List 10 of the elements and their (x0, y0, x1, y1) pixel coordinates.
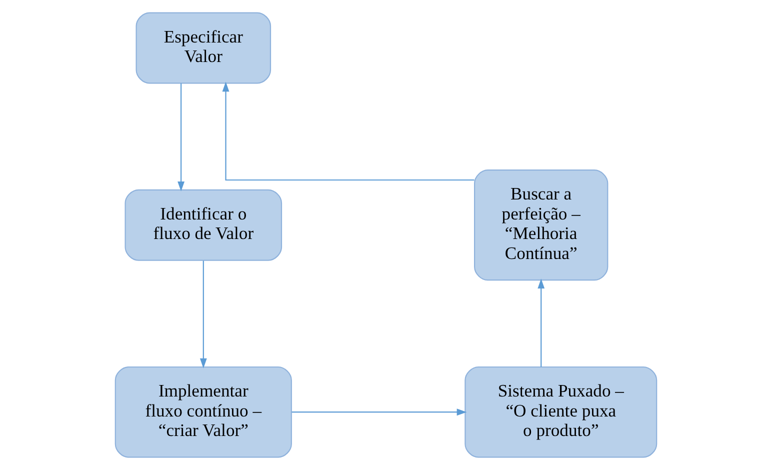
node-box: Sistema Puxado – “O cliente puxa o produto” (464, 366, 657, 458)
arrow (177, 83, 184, 192)
arrow (537, 278, 544, 367)
node-box: Especificar Valor (135, 12, 271, 84)
node-box: Identificar o fluxo de Valor (124, 189, 282, 261)
node-box: Implementar fluxo contínuo – “criar Valor” (114, 366, 292, 458)
arrow (199, 260, 206, 368)
arrow (222, 82, 474, 181)
arrow (291, 408, 466, 416)
node-box: Buscar a perfeição – “Melhoria Contínua” (474, 170, 608, 281)
